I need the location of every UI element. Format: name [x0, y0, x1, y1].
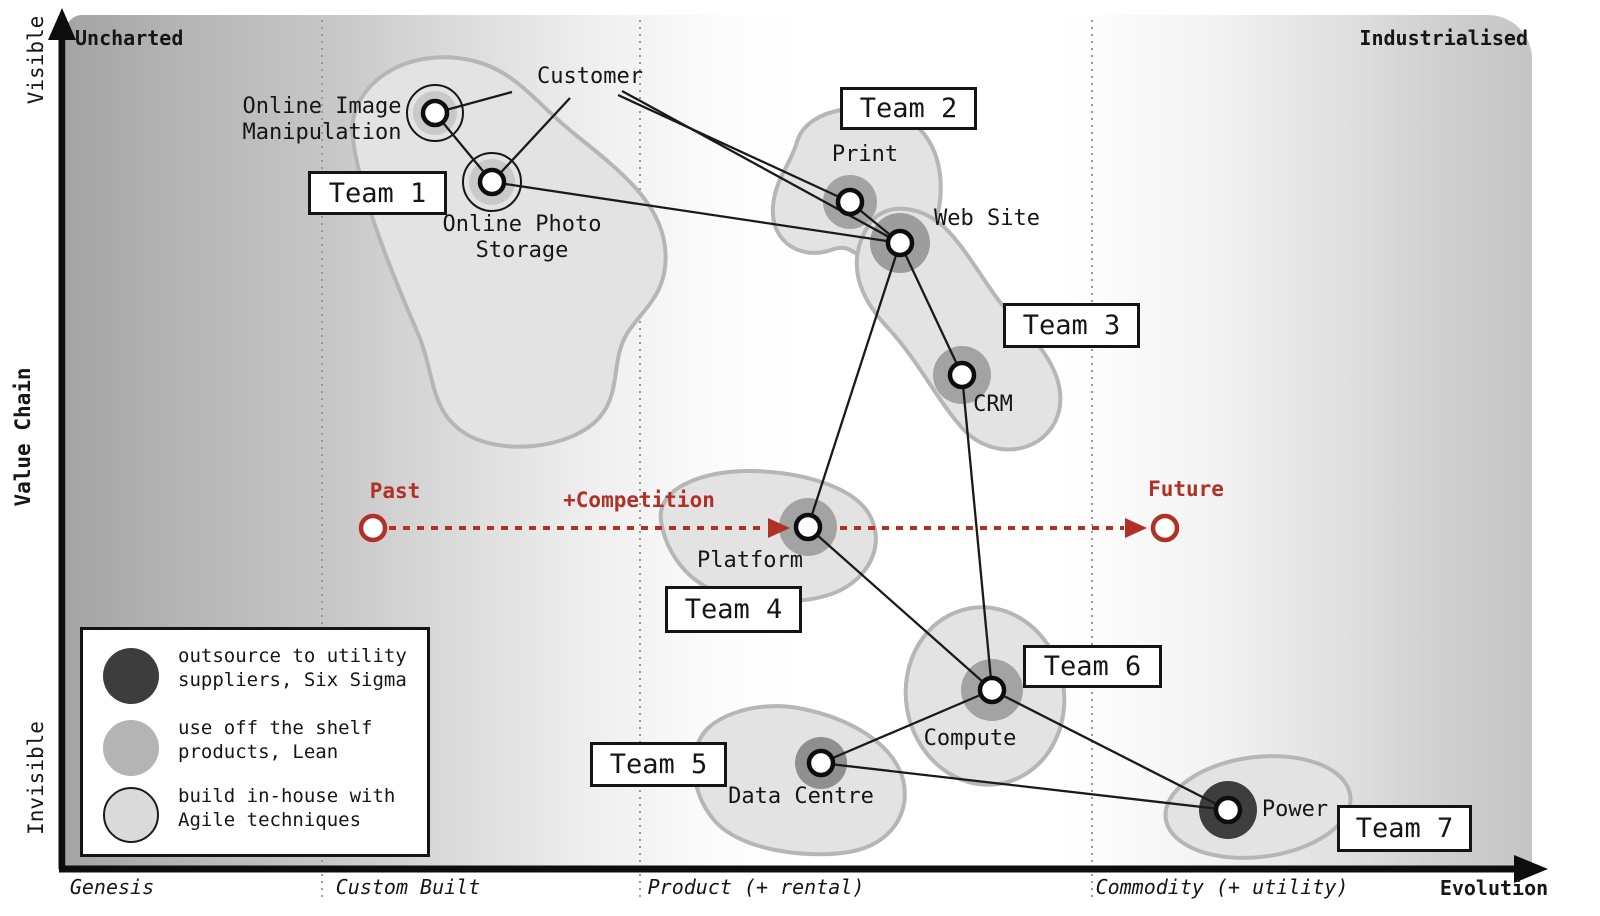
- edge-customer-print: [617, 93, 851, 204]
- legend: outsource to utility suppliers, Six Sigm…: [80, 627, 430, 857]
- label-web-site: Web Site: [934, 206, 1040, 231]
- movement-arrowhead-right: [1125, 518, 1147, 538]
- y-axis-invisible-label: Invisible: [24, 721, 48, 835]
- y-axis-title: Value Chain: [11, 367, 35, 507]
- edge-datacentre-compute: [820, 688, 993, 765]
- edge-compute-power: [991, 688, 1229, 812]
- node-data-centre: [806, 748, 836, 778]
- x-axis-title: Evolution: [1439, 876, 1549, 900]
- future-label: Future: [1148, 477, 1224, 501]
- edges: [434, 89, 1229, 812]
- legend-off-the-shelf-label: use off the shelf products, Lean: [178, 717, 373, 763]
- label-power: Power: [1261, 797, 1329, 822]
- team-1-blob: [349, 55, 668, 449]
- team-2-box: Team 2: [840, 87, 977, 130]
- build-ring-online-photo-storage: [462, 152, 522, 212]
- label-compute: Compute: [923, 726, 1017, 751]
- team-7-box: Team 7: [1337, 805, 1472, 852]
- edge-platform-compute: [807, 526, 993, 691]
- evolution-arrowhead: [1514, 855, 1548, 883]
- node-power: [1213, 795, 1243, 825]
- legend-build-in-house-label: build in-house with Agile techniques: [178, 785, 396, 831]
- node-crm: [947, 360, 977, 390]
- node-web-site: [885, 228, 915, 258]
- competition-label: +Competition: [563, 488, 715, 512]
- team-3-box: Team 3: [1003, 303, 1140, 348]
- value-chain-arrowhead: [48, 8, 76, 40]
- label-crm: CRM: [973, 392, 1013, 417]
- future-circle: [1150, 513, 1180, 543]
- build-ring-online-image-manipulation: [406, 84, 464, 142]
- stage-product: Product (+ rental): [647, 875, 865, 899]
- node-online-image-manipulation: [420, 98, 450, 128]
- edge-oim-ops: [434, 112, 493, 183]
- y-axis-visible-label: Visible: [24, 15, 48, 105]
- zone-label-industrialised: Industrialised: [1359, 26, 1528, 50]
- legend-build-in-house-circle-icon: [103, 787, 159, 843]
- legend-off-the-shelf-circle-icon: [103, 720, 159, 776]
- node-platform: [793, 512, 823, 542]
- past-label: Past: [369, 479, 421, 503]
- edge-website-crm: [898, 242, 964, 376]
- edge-datacentre-power: [820, 761, 1229, 812]
- edge-website-platform: [806, 242, 902, 528]
- axes: [48, 8, 1548, 883]
- label-online-image-manipulation: Online Image Manipulation: [242, 94, 402, 145]
- edge-customer-website: [621, 89, 901, 245]
- component-nodes: [420, 98, 1243, 825]
- label-print: Print: [831, 142, 899, 167]
- team-4-box: Team 4: [665, 586, 802, 633]
- label-platform: Platform: [697, 548, 803, 573]
- legend-outsource-label: outsource to utility suppliers, Six Sigm…: [178, 645, 407, 691]
- node-online-photo-storage: [477, 167, 507, 197]
- label-online-photo-storage: Online Photo Storage: [442, 212, 602, 263]
- team-5-box: Team 5: [590, 742, 727, 787]
- node-compute: [977, 675, 1007, 705]
- label-customer: Customer: [537, 64, 643, 89]
- team-6-box: Team 6: [1023, 645, 1162, 688]
- legend-outsource-circle-icon: [103, 648, 159, 704]
- stage-custom-built: Custom Built: [335, 875, 481, 899]
- stage-commodity: Commodity (+ utility): [1095, 875, 1349, 899]
- zone-label-uncharted: Uncharted: [75, 26, 184, 50]
- team-5-blob: [692, 704, 907, 857]
- team-1-box: Team 1: [308, 171, 447, 215]
- label-data-centre: Data Centre: [728, 784, 874, 809]
- edge-ops-customer: [491, 97, 571, 183]
- node-print: [835, 187, 865, 217]
- past-circle: [358, 513, 388, 543]
- movement-arrowhead-left: [768, 518, 790, 538]
- movement-arrow: [358, 513, 1180, 543]
- stage-genesis: Genesis: [69, 875, 155, 899]
- edge-crm-compute: [960, 374, 994, 691]
- edge-ops-website: [491, 180, 901, 245]
